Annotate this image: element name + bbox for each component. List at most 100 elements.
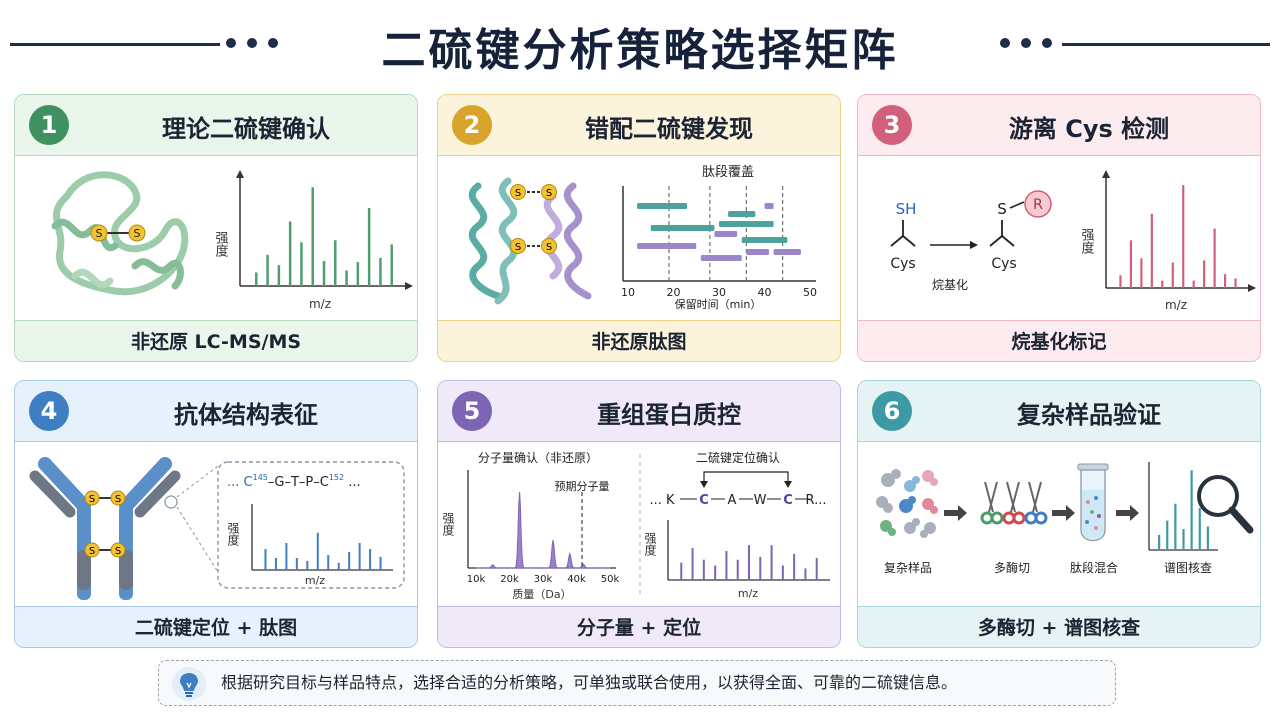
spectrum-peaks (264, 532, 382, 570)
r-group-icon (1024, 190, 1052, 218)
card-footer: 二硫键定位 + 肽图 (15, 607, 417, 647)
card1-figure: S S 强度 m/z (51, 170, 413, 311)
peptide-segment (637, 243, 697, 249)
retention-markers (668, 186, 784, 281)
magnifier-icon (1197, 475, 1254, 534)
mass-spectrum-chart: 强度 m/z (226, 504, 393, 587)
tube-icon (1077, 463, 1109, 542)
y-axis-label: 强度 (226, 522, 240, 546)
svg-text:S: S (515, 242, 521, 253)
header-dots-left (226, 38, 278, 48)
y-axis-label: 强度 (1079, 228, 1095, 254)
strategy-card-4: 4 抗体结构表征 S S S (14, 380, 418, 648)
svg-text:S: S (89, 546, 95, 557)
card-footer: 非还原 LC-MS/MS (15, 321, 417, 361)
mass-spectrum-chart: 强度 m/z (213, 170, 413, 311)
mass-spectrum-chart: 强度 m/z (1079, 170, 1256, 312)
spectrum-peaks (1158, 470, 1209, 550)
x-tick-label: 50k (601, 574, 620, 585)
peptide-segment (728, 211, 756, 217)
sequence-residue: R... (806, 493, 827, 508)
x-axis-label: 质量（Da） (512, 588, 571, 601)
spectrum-peaks (680, 545, 818, 580)
workflow-step-labels: 复杂样品多酶切肽段混合谱图核查 (884, 560, 1212, 575)
svg-text:S: S (115, 494, 121, 505)
card-title: 理论二硫键确认 (162, 115, 330, 143)
y-axis-label: 强度 (441, 512, 455, 536)
step-number-badge: 5 (452, 391, 492, 431)
card-header: 6 复杂样品验证 (858, 381, 1260, 441)
spectrum-peaks (255, 187, 393, 286)
y-axis-label: 强度 (213, 231, 229, 257)
sequence-residue: A (728, 493, 737, 508)
workflow-step-label: 多酶切 (994, 560, 1030, 575)
card4-figure: S S S S ... C145–G–T–P–C152 ... 强度 m (29, 457, 405, 600)
card3-figure: SH Cys 烷基化 S R Cys (890, 170, 1256, 312)
sequence-residue: C (699, 493, 709, 508)
x-tick-label: 10k (467, 574, 486, 585)
x-tick-label: 20k (500, 574, 519, 585)
workflow-step-label: 肽段混合 (1070, 560, 1118, 575)
spectrum-peaks (1119, 185, 1237, 288)
peptide-segment (700, 255, 742, 261)
svg-text:S: S (134, 227, 141, 240)
svg-text:S: S (546, 188, 552, 199)
chart-title: 二硫键定位确认 (696, 450, 780, 465)
x-tick-label: 10 (621, 286, 635, 299)
svg-text:S: S (546, 242, 552, 253)
page-title: 二硫键分析策略选择矩阵 (381, 25, 899, 76)
peptide-segments (637, 203, 801, 261)
sulfur-label: S (997, 200, 1007, 218)
chart-title: 肽段覆盖 (702, 165, 754, 180)
svg-text:S: S (89, 494, 95, 505)
strategy-card-2: 2 错配二硫键发现 S S S S 肽段 (437, 94, 841, 362)
sequence-residue: C (783, 493, 793, 508)
svg-text:S: S (96, 227, 103, 240)
y-axis-label: 强度 (643, 532, 657, 556)
step-number-badge: 6 (872, 391, 912, 431)
x-tick-label: 30k (534, 574, 553, 585)
peptide-segment (714, 231, 738, 237)
thiol-label: SH (896, 200, 917, 218)
card-header: 3 游离 Cys 检测 (858, 95, 1260, 155)
cys-label: Cys (890, 256, 915, 272)
card-title: 复杂样品验证 (1017, 401, 1161, 429)
x-axis-label: m/z (305, 574, 325, 587)
alkylated-cys-structure: S R Cys (989, 190, 1052, 272)
x-tick-label: 40k (567, 574, 586, 585)
peptide-segment (764, 203, 774, 209)
disulfide-bond-icon: S S (90, 224, 146, 242)
svg-text:S: S (515, 188, 521, 199)
strategy-card-1: 1 理论二硫键确认 S S 强度 (14, 94, 418, 362)
spectrum-review-chart (1148, 462, 1218, 551)
protein-mixture-icon (876, 469, 938, 538)
strategy-card-3: 3 游离 Cys 检测 SH Cys 烷基化 S R (857, 94, 1261, 362)
reaction-arrow-icon: 烷基化 (930, 241, 978, 292)
card-footer: 烷基化标记 (858, 321, 1260, 361)
card-header: 4 抗体结构表征 (15, 381, 417, 441)
card-illustration: 复杂样品多酶切肽段混合谱图核查 (858, 441, 1260, 607)
x-tick-label: 20 (667, 286, 681, 299)
card-footer: 多酶切 + 谱图核查 (858, 607, 1260, 647)
protein-ribbon-icon (468, 177, 592, 305)
peptide-segment (773, 249, 801, 255)
scissors-icon (980, 481, 1048, 525)
chart-title: 分子量确认（非还原） (478, 451, 598, 465)
card-illustration: S S S S ... C145–G–T–P–C152 ... 强度 m (15, 441, 417, 607)
disulfide-bond-icon: S S S S (84, 490, 126, 558)
arrow-icon (1116, 505, 1139, 521)
header-rule-right (1062, 43, 1270, 46)
arrow-icon (1052, 505, 1075, 521)
card-illustration: S S 强度 m/z (15, 155, 417, 321)
workflow-step-label: 谱图核查 (1164, 561, 1212, 575)
mass-peaks (476, 491, 610, 569)
guidance-note: 根据研究目标与样品特点，选择合适的分析策略，可单独或联合使用，以获得全面、可靠的… (158, 660, 1116, 706)
disulfide-bond-icon: S S S S (510, 184, 557, 254)
x-axis-label: m/z (1165, 298, 1187, 312)
svg-text:S: S (115, 546, 121, 557)
r-group-label: R (1033, 197, 1043, 213)
card6-figure: 复杂样品多酶切肽段混合谱图核查 (876, 462, 1254, 575)
